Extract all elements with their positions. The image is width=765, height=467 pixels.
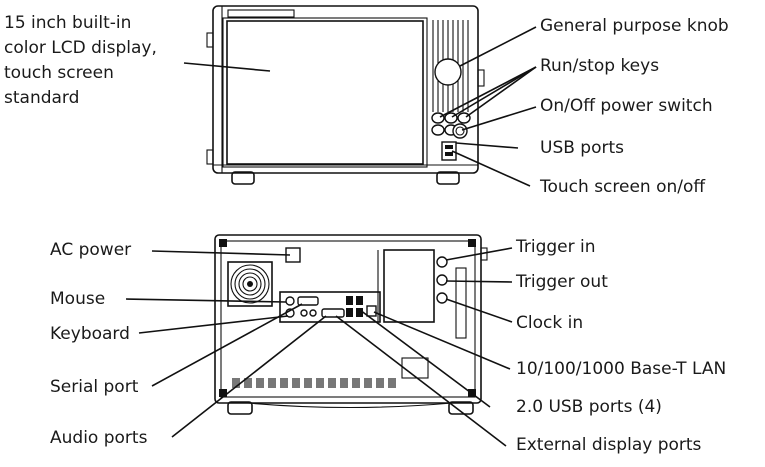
- front-side-tab-left-top: [206, 32, 214, 48]
- leader-lcd: [183, 62, 271, 72]
- front-chassis: [212, 5, 479, 174]
- leader-serial: [151, 303, 303, 387]
- leader-touch: [451, 150, 531, 187]
- leader-power: [461, 106, 537, 131]
- leader-usb-rear: [359, 309, 491, 408]
- expansion-bay: [383, 249, 435, 323]
- io-panel: [279, 291, 381, 323]
- serial-port: [297, 296, 319, 306]
- label-lcd-line3: touch screen: [4, 63, 114, 83]
- label-lcd-line1: 15 inch built-in: [4, 13, 131, 33]
- rear-label-sticker: [401, 357, 429, 379]
- label-ext-display: External display ports: [516, 435, 702, 455]
- label-lcd-line2: color LCD display,: [4, 38, 157, 58]
- leader-mouse: [125, 298, 287, 303]
- rear-chassis: [214, 234, 482, 404]
- leader-ext-display: [335, 315, 507, 447]
- label-usb-front: USB ports: [540, 138, 624, 158]
- callout-labels: 15 inch built-in color LCD display, touc…: [4, 13, 729, 455]
- leader-trigger-in: [445, 247, 513, 261]
- label-power-switch: On/Off power switch: [540, 96, 713, 116]
- audio-port-1: [300, 309, 308, 317]
- leader-usb-front: [455, 142, 519, 149]
- rear-foot-left: [227, 401, 253, 415]
- label-trigger-in: Trigger in: [515, 237, 596, 257]
- leader-run-stop-1: [439, 66, 537, 118]
- front-side-tab-left-bottom: [206, 149, 214, 165]
- leader-audio: [171, 315, 327, 438]
- leader-clock-in: [445, 298, 513, 323]
- front-foot-left: [231, 171, 255, 185]
- leader-run-stop-2: [451, 66, 537, 118]
- rear-bottom-vents: [232, 378, 396, 388]
- general-purpose-knob: [434, 58, 462, 86]
- leader-ac-power: [151, 250, 291, 256]
- rear-usb-port-4: [356, 308, 363, 317]
- leader-lan: [373, 311, 511, 370]
- leader-run-stop-3: [465, 66, 537, 118]
- rear-usb-port-1: [346, 296, 353, 305]
- mouse-port: [285, 296, 295, 306]
- trigger-in-connector: [436, 256, 448, 268]
- external-display-port: [321, 308, 345, 318]
- front-side-tab-right: [477, 69, 485, 87]
- front-foot-right: [436, 171, 460, 185]
- front-view: [206, 5, 485, 185]
- label-keyboard: Keyboard: [50, 324, 130, 344]
- rear-usb-port-2: [356, 296, 363, 305]
- front-top-slot: [227, 9, 295, 18]
- leader-trigger-out: [445, 280, 513, 283]
- leader-keyboard: [138, 315, 289, 334]
- label-trigger-out: Trigger out: [515, 272, 608, 292]
- power-switch: [452, 123, 468, 139]
- rear-foot-right: [448, 401, 474, 415]
- rear-view: [214, 234, 488, 415]
- cooling-fan: [227, 261, 273, 307]
- label-serial: Serial port: [50, 377, 139, 397]
- label-knob: General purpose knob: [540, 16, 729, 36]
- label-mouse: Mouse: [50, 289, 105, 309]
- clock-in-connector: [436, 292, 448, 304]
- run-stop-key-1: [431, 112, 445, 124]
- label-lcd-line4: standard: [4, 88, 79, 108]
- label-lan: 10/100/1000 Base-T LAN: [516, 359, 726, 379]
- trigger-out-connector: [436, 274, 448, 286]
- label-usb-rear: 2.0 USB ports (4): [516, 397, 662, 417]
- audio-port-2: [309, 309, 317, 317]
- label-clock-in: Clock in: [516, 313, 583, 333]
- label-touch-toggle: Touch screen on/off: [539, 177, 706, 197]
- leader-knob: [459, 26, 537, 67]
- lan-port: [366, 305, 377, 317]
- rear-usb-port-3: [346, 308, 353, 317]
- run-stop-key-4: [431, 124, 445, 136]
- label-run-stop: Run/stop keys: [540, 56, 659, 76]
- label-audio: Audio ports: [50, 428, 148, 448]
- label-ac-power: AC power: [50, 240, 131, 260]
- lcd-display: [226, 20, 424, 165]
- leader-lines: [125, 26, 537, 447]
